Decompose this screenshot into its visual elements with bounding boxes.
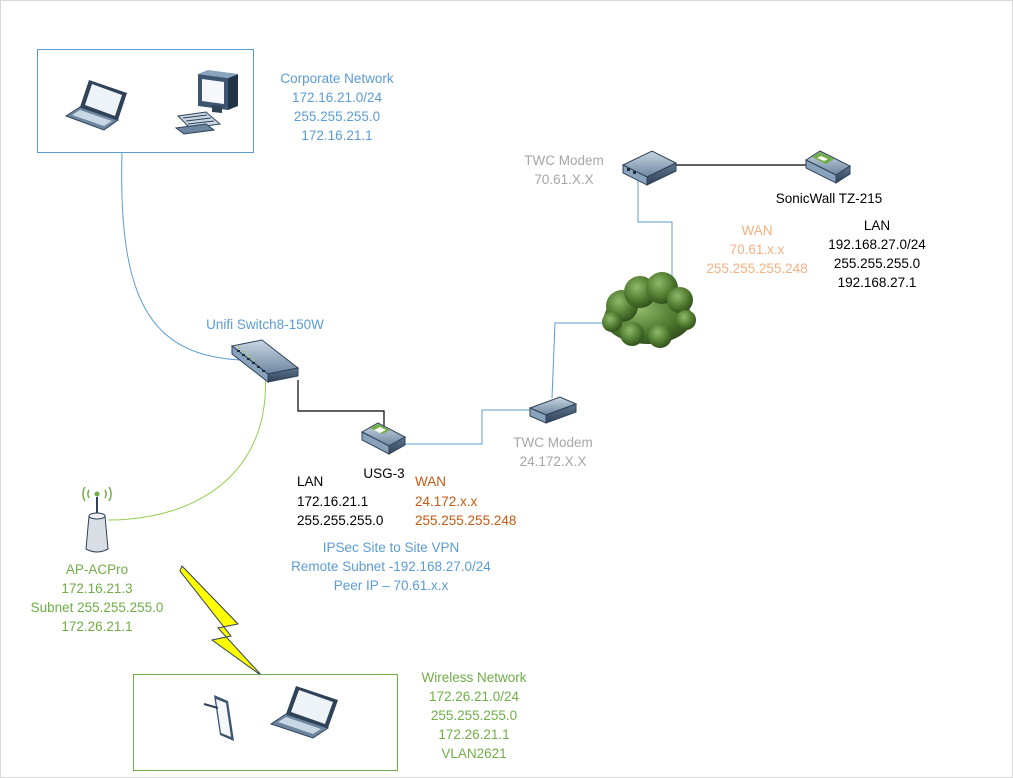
desktop-computer-icon [174,70,238,135]
wireless-vlan: VLAN2621 [441,746,506,761]
link-cloud-modem-remote [637,180,673,276]
usg-wan-title: WAN [415,474,446,489]
wireless-laptop-icon [269,686,338,739]
modem-remote-icon [621,150,678,186]
sonicwall-lan-subnet: 192.168.27.0/24 [828,237,926,252]
sonicwall-wan-mask: 255.255.255.248 [706,261,807,276]
vpn-peer-ip: Peer IP – 70.61.x.x [334,578,449,593]
link-modem-cloud [551,322,607,399]
wireless-network-box [133,674,398,771]
sonicwall-wan-title: WAN [742,223,773,238]
switch-icon [230,339,300,384]
ap-ip: 172.16.21.3 [61,581,132,596]
firewall-icon [804,150,852,184]
tablet-icon [203,695,234,741]
wireless-gateway: 172.26.21.1 [438,727,509,742]
wireless-subnet: 172.26.21.0/24 [429,689,520,704]
vpn-remote-subnet: Remote Subnet -192.168.27.0/24 [291,559,491,574]
usg-wan-ip: 24.172.x.x [415,494,478,509]
internet-cloud-icon [602,272,696,348]
corporate-network-title: Corporate Network [280,71,394,86]
access-point-icon [82,486,112,553]
ap-name: AP-ACPro [66,562,128,577]
lightning-bolt-icon [179,565,263,677]
modem-local-ip: 24.172.X.X [520,454,587,469]
sonicwall-lan-gateway: 192.168.27.1 [838,275,917,290]
ap-subnet: Subnet 255.255.255.0 [31,600,164,615]
usg-lan-title: LAN [297,474,323,489]
switch-label: Unifi Switch8-150W [206,317,324,332]
ap-gateway: 172.26.21.1 [61,619,132,634]
usg-wan-mask: 255.255.255.248 [415,513,516,528]
corporate-subnet: 172.16.21.0/24 [292,90,383,105]
sonicwall-lan-title: LAN [864,218,890,233]
usg-lan-mask: 255.255.255.0 [297,513,383,528]
corporate-gateway: 172.16.21.1 [301,128,372,143]
vpn-title: IPSec Site to Site VPN [323,540,460,555]
link-usg-modem [405,409,530,445]
router-icon [360,422,407,455]
usg-lan-ip: 172.16.21.1 [297,494,368,509]
sonicwall-wan-ip: 70.61.x.x [730,242,785,257]
wireless-mask: 255.255.255.0 [431,708,517,723]
modem-remote-name: TWC Modem [524,153,604,168]
modem-local-icon [528,396,578,424]
link-corporate-switch [121,151,241,361]
laptop-icon [64,80,127,131]
usg-label: USG-3 [363,466,404,481]
sonicwall-label: SonicWall TZ-215 [776,191,883,206]
link-switch-ap [107,371,266,521]
corporate-mask: 255.255.255.0 [294,109,380,124]
link-switch-usg [297,380,385,428]
wireless-title: Wireless Network [421,670,526,685]
modem-remote-ip: 70.61.X.X [534,172,593,187]
modem-local-name: TWC Modem [513,435,593,450]
sonicwall-lan-mask: 255.255.255.0 [834,256,920,271]
